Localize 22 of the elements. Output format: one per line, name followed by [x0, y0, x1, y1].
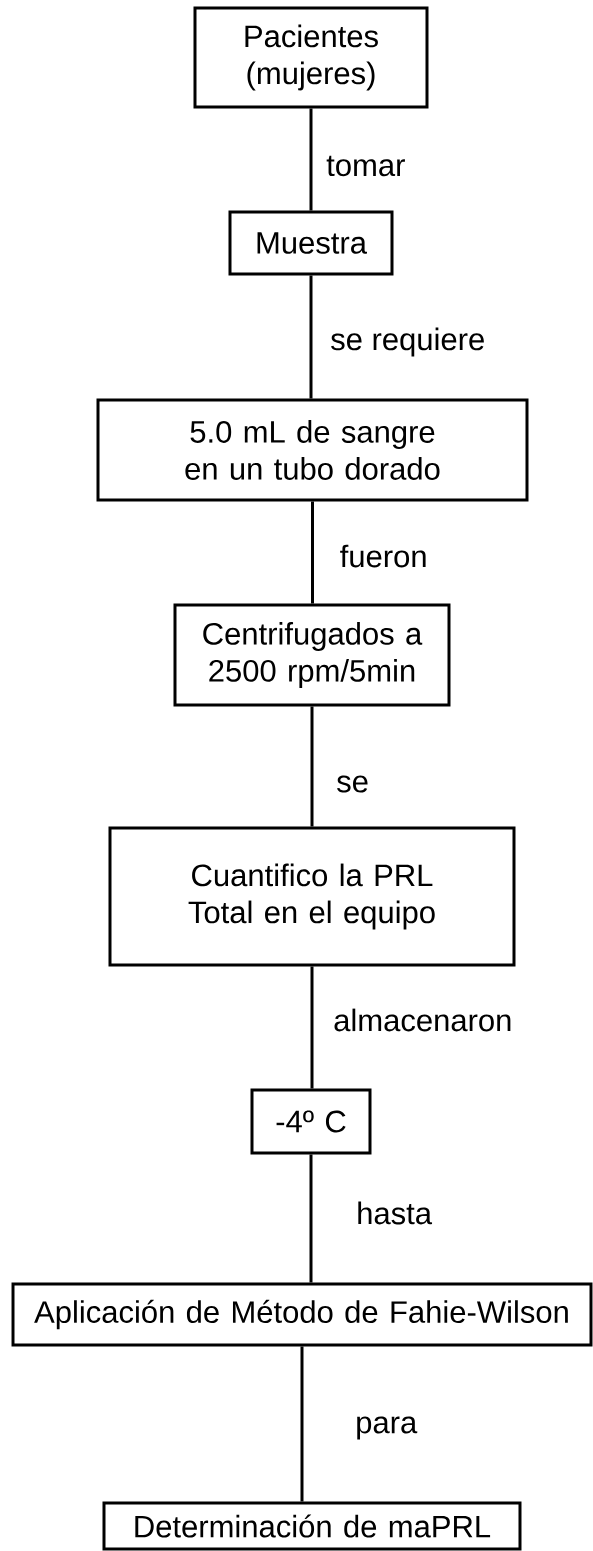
- edge-label: se: [337, 775, 368, 793]
- connector-line: [310, 966, 314, 1089]
- process-box: Centrifugados a 2500 rpm/5min: [173, 603, 451, 707]
- edge-label: hasta: [358, 1201, 433, 1225]
- process-box: Determinación de maPRL: [102, 1501, 522, 1551]
- connector-line: [300, 1346, 304, 1502]
- process-box: Cuantifico la PRL Total en el equipo: [108, 826, 516, 967]
- edge-label: tomar: [326, 155, 405, 177]
- connector-line: [311, 501, 314, 604]
- process-box: Aplicación de Método de Fahie-Wilson: [11, 1282, 593, 1347]
- connector-line: [309, 275, 313, 399]
- edge-label: para: [357, 1416, 418, 1440]
- edge-label: se requiere: [331, 327, 484, 357]
- connector-line: [310, 706, 314, 827]
- edge-label: almacenaron: [334, 1008, 511, 1032]
- connector-line: [309, 1154, 313, 1283]
- process-box: -4º C: [250, 1088, 372, 1155]
- process-box: Muestra: [228, 210, 394, 276]
- process-box: Pacientes (mujeres): [193, 6, 429, 109]
- edge-label: fueron: [340, 544, 426, 568]
- connector-line: [309, 108, 313, 211]
- process-box: 5.0 mL de sangre en un tubo dorado: [96, 398, 529, 502]
